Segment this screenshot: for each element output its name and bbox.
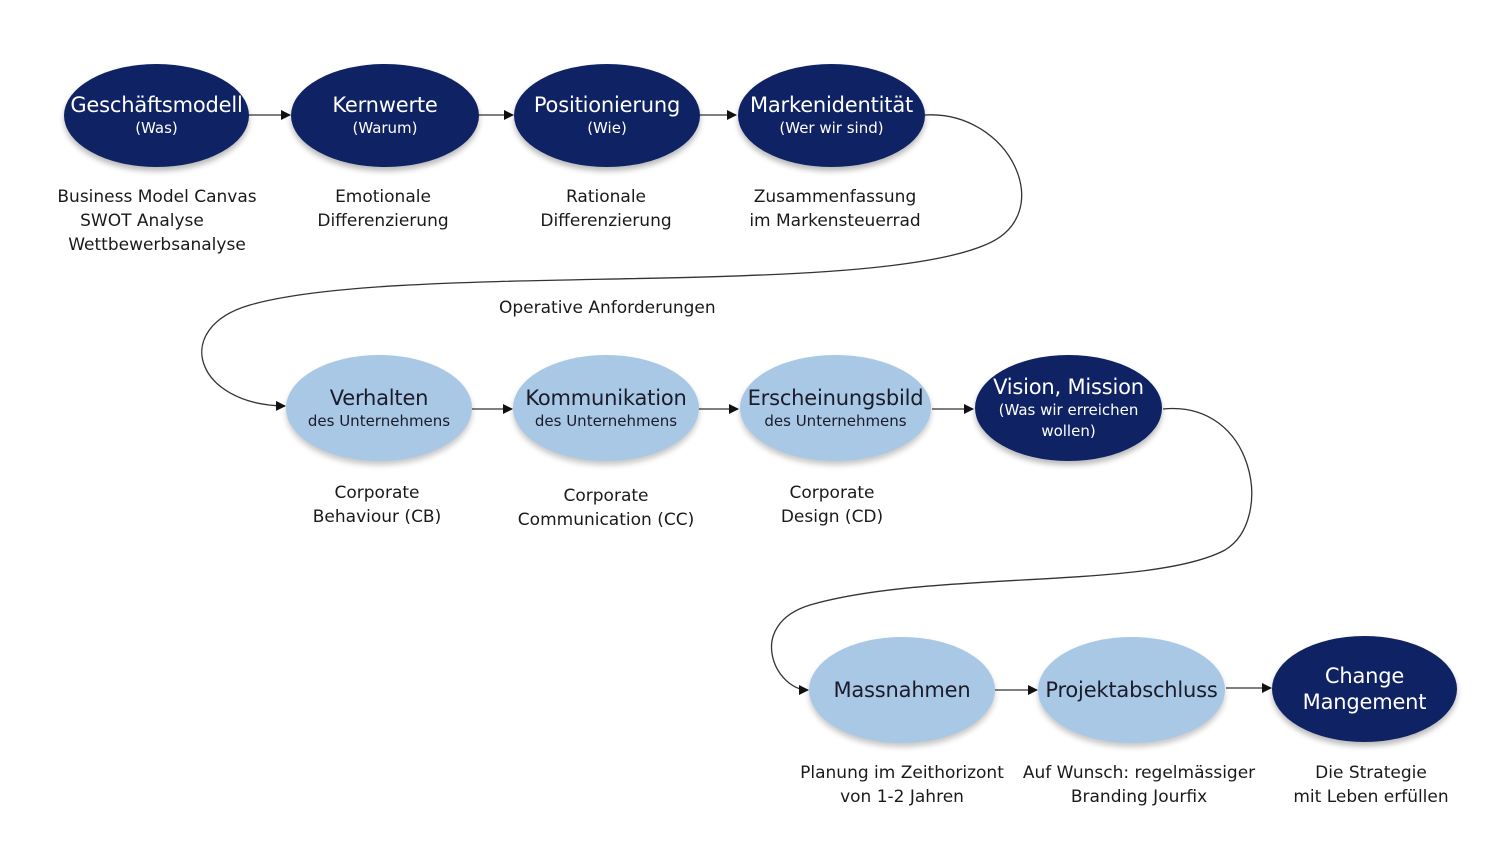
node-title: Verhalten — [329, 385, 429, 410]
caption-line: Corporate — [563, 486, 649, 506]
node-title: Projektabschluss — [1045, 678, 1218, 702]
node-massnahmen: Massnahmen — [809, 637, 995, 743]
caption-kernwerte: Emotionale Differenzierung — [317, 185, 448, 233]
node-subtitle: (Was) — [135, 119, 178, 137]
caption-line: im Markensteuerrad — [749, 211, 921, 231]
node-projektabschluss: Projektabschluss — [1038, 637, 1225, 743]
caption-line: Differenzierung — [540, 211, 672, 231]
node-title: Kernwerte — [332, 93, 438, 117]
connectors — [201, 110, 1272, 695]
caption-massnahmen: Planung im Zeithorizont von 1-2 Jahren — [800, 761, 1004, 809]
caption-positionierung: Rationale Differenzierung — [540, 185, 671, 233]
node-subtitle: (Wie) — [587, 119, 627, 137]
caption-line: Zusammenfassung — [753, 187, 917, 207]
caption-line: Die Strategie — [1315, 763, 1427, 783]
caption-line: Rationale — [565, 187, 647, 207]
caption-line: Auf Wunsch: regelmässiger — [1022, 763, 1256, 783]
node-title: Geschäftsmodell — [70, 93, 243, 117]
node-subtitle: (Warum) — [352, 119, 418, 137]
node-subtitle: (Wer wir sind) — [779, 119, 884, 137]
node-title: Positionierung — [533, 93, 681, 117]
caption-line: Business Model Canvas — [57, 187, 257, 207]
node-markenidentitaet: Markenidentität (Wer wir sind) — [738, 64, 925, 167]
node-title: Vision, Mission — [993, 375, 1144, 399]
caption-change-management: Die Strategie mit Leben erfüllen — [1293, 761, 1448, 809]
node-positionierung: Positionierung (Wie) — [514, 64, 700, 167]
caption-markenidentitaet: Zusammenfassung im Markensteuerrad — [749, 185, 920, 233]
caption-verhalten: Corporate Behaviour (CB) — [313, 481, 441, 529]
curve-row2-row3 — [770, 408, 1253, 695]
caption-line: SWOT Analyse — [80, 211, 204, 231]
caption-line: Planung im Zeithorizont — [800, 763, 1004, 783]
node-subtitle: des Unternehmens — [764, 411, 907, 430]
caption-line: Differenzierung — [317, 211, 449, 231]
node-subtitle: des Unternehmens — [534, 411, 678, 430]
caption-line: Corporate — [789, 483, 875, 503]
caption-line: Branding Jourfix — [1070, 787, 1208, 807]
caption-line: von 1-2 Jahren — [840, 787, 964, 807]
node-title: Kommunikation — [525, 385, 687, 410]
node-title: Massnahmen — [833, 678, 971, 702]
caption-line: Design (CD) — [780, 507, 884, 527]
curve-row1-row2 — [201, 114, 1023, 411]
caption-line: mit Leben erfüllen — [1293, 787, 1449, 807]
caption-geschaeftsmodell: Business Model Canvas SWOT Analyse Wettb… — [57, 185, 256, 257]
node-erscheinungsbild: Erscheinungsbild des Unternehmens — [740, 355, 931, 461]
node-title: Markenidentität — [749, 93, 914, 117]
node-kernwerte: Kernwerte (Warum) — [291, 64, 479, 167]
node-subtitle: des Unternehmens — [307, 411, 451, 430]
caption-erscheinungsbild: Corporate Design (CD) — [781, 481, 883, 529]
node-verhalten: Verhalten des Unternehmens — [286, 355, 472, 461]
caption-line: Emotionale — [335, 187, 431, 207]
caption-line: Communication (CC) — [517, 510, 695, 530]
caption-projektabschluss: Auf Wunsch: regelmässiger Branding Jourf… — [1023, 761, 1255, 809]
node-title-line: Mangement — [1302, 690, 1427, 714]
node-title: Erscheinungsbild — [747, 385, 924, 410]
caption-line: Wettbewerbsanalyse — [68, 235, 246, 255]
node-change-management: Change Mangement — [1272, 636, 1457, 742]
node-subtitle-line: (Was wir erreichen — [998, 401, 1139, 419]
caption-line: Behaviour (CB) — [312, 507, 442, 527]
node-kommunikation: Kommunikation des Unternehmens — [513, 355, 699, 461]
node-geschaeftsmodell: Geschäftsmodell (Was) — [64, 64, 249, 167]
connector-label: Operative Anforderungen — [499, 298, 716, 318]
caption-kommunikation: Corporate Communication (CC) — [518, 484, 694, 532]
caption-line: Corporate — [334, 483, 420, 503]
node-vision-mission: Vision, Mission (Was wir erreichen wolle… — [975, 355, 1162, 461]
node-subtitle-line: wollen) — [1041, 422, 1096, 440]
node-title-line: Change — [1324, 664, 1405, 688]
